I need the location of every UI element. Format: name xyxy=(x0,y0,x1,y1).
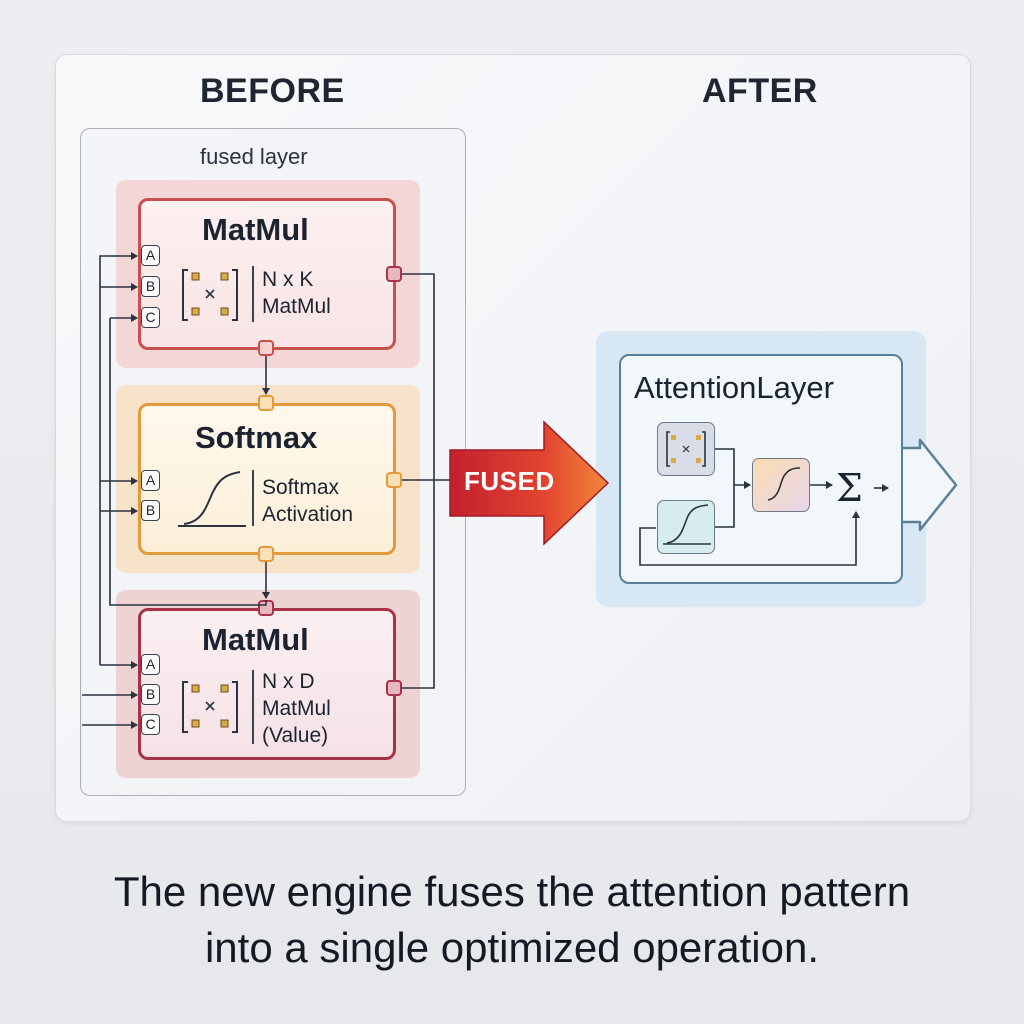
matmul-node-title: MatMul xyxy=(202,212,309,247)
fused-arrow-label: FUSED xyxy=(464,466,555,496)
matmul-input-port-c[interactable]: C xyxy=(141,307,160,328)
fused-arrow-icon xyxy=(449,420,610,546)
matmul-output-connector[interactable] xyxy=(386,266,402,282)
sum-symbol: Σ xyxy=(836,466,863,510)
after-heading: AFTER xyxy=(702,72,818,110)
matmul-value-node-line-3: (Value) xyxy=(262,724,329,747)
fused-activation-mini-icon xyxy=(767,467,801,501)
softmax-input-port-b[interactable]: B xyxy=(141,500,160,521)
attention-layer-title: AttentionLayer xyxy=(634,370,834,405)
matmul-node-divider xyxy=(252,266,254,322)
output-arrow-icon xyxy=(903,438,958,532)
matmul-value-input-port-c[interactable]: C xyxy=(141,714,160,735)
softmax-node-title: Softmax xyxy=(195,420,318,455)
caption-line-2: into a single optimized operation. xyxy=(204,924,820,971)
softmax-top-connector[interactable] xyxy=(258,395,274,411)
matmul-value-input-port-b[interactable]: B xyxy=(141,684,160,705)
before-heading: BEFORE xyxy=(200,72,345,110)
matmul-input-port-b[interactable]: B xyxy=(141,276,160,297)
matmul-value-node-line-2: MatMul xyxy=(262,697,331,720)
fused-matmul-mini-icon xyxy=(666,431,706,467)
fused-softmax-block xyxy=(657,500,715,554)
fused-softmax-mini-icon xyxy=(663,504,711,545)
matmul-matrix-icon xyxy=(182,269,238,321)
matmul-node-line-2: MatMul xyxy=(262,295,331,318)
matmul-bottom-connector[interactable] xyxy=(258,340,274,356)
matmul-value-input-port-a[interactable]: A xyxy=(141,654,160,675)
softmax-input-port-a[interactable]: A xyxy=(141,470,160,491)
after-connection-lines xyxy=(639,448,889,566)
caption-line-1: The new engine fuses the attention patte… xyxy=(113,868,911,915)
softmax-bottom-connector[interactable] xyxy=(258,546,274,562)
softmax-node-line-2: Activation xyxy=(262,503,354,526)
matmul-value-node-title: MatMul xyxy=(202,622,309,657)
matmul-value-matrix-icon xyxy=(182,681,238,733)
softmax-node-divider xyxy=(252,470,254,526)
softmax-output-connector[interactable] xyxy=(386,472,402,488)
softmax-node-line-1: Softmax xyxy=(262,476,340,499)
matmul-value-node-line-1: N x D xyxy=(262,670,315,693)
sigmoid-curve-icon xyxy=(178,471,246,527)
fused-layer-label: fused layer xyxy=(200,144,308,169)
matmul-value-output-connector[interactable] xyxy=(386,680,402,696)
matmul-input-port-a[interactable]: A xyxy=(141,245,160,266)
left-input-lines xyxy=(82,252,267,729)
matmul-node-line-1: N x K xyxy=(262,268,314,291)
right-output-lines xyxy=(262,273,452,689)
matmul-value-node-divider xyxy=(252,670,254,744)
